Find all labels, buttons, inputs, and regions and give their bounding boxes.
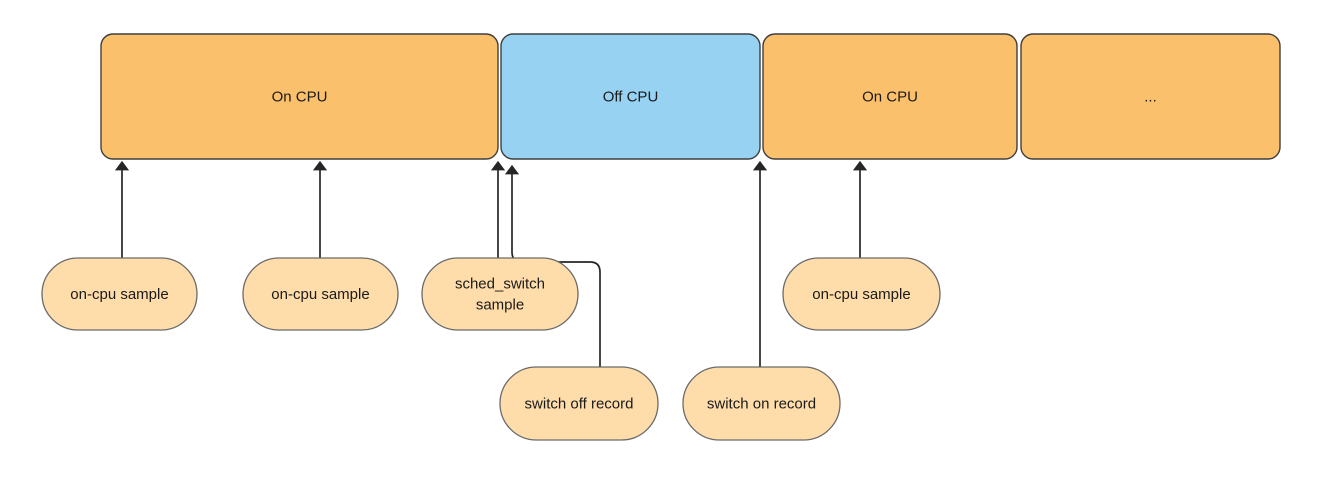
callout-on-cpu-sample-2-label-line-0: on-cpu sample [271,286,369,303]
callout-switch-on-label-line-0: switch on record [707,395,816,412]
callout-switch-on[interactable]: switch on record [682,366,841,441]
callout-sched-switch-label-line-0: sched_switch [455,275,545,292]
callout-layer: on-cpu sample on-cpu sample sched_switchsa… [41,257,941,441]
seg-off-cpu-1[interactable]: Off CPU [500,33,761,160]
callout-on-cpu-sample-1-label-line-0: on-cpu sample [70,286,168,303]
callout-switch-off-shape [499,366,659,441]
callout-on-cpu-sample-2-shape [242,257,399,331]
seg-on-cpu-1-label: On CPU [272,88,328,105]
timeline-bar: On CPU Off CPU On CPU... [100,33,1281,160]
seg-on-cpu-2-label: On CPU [862,88,918,105]
seg-on-cpu-2[interactable]: On CPU [762,33,1018,160]
callout-switch-off[interactable]: switch off record [499,366,659,441]
callout-on-cpu-sample-3-label-line-0: on-cpu sample [812,286,910,303]
seg-on-cpu-1[interactable]: On CPU [100,33,499,160]
seg-ellipsis[interactable]: ... [1020,33,1281,160]
callout-on-cpu-sample-1[interactable]: on-cpu sample [41,257,198,331]
callout-switch-off-label-line-0: switch off record [525,395,634,412]
seg-off-cpu-1-shape [500,33,761,160]
seg-off-cpu-1-label: Off CPU [603,88,659,105]
seg-on-cpu-2-shape [762,33,1018,160]
callout-on-cpu-sample-3-shape [782,257,941,331]
callout-on-cpu-sample-1-shape [41,257,198,331]
seg-ellipsis-label: ... [1144,88,1157,105]
seg-on-cpu-1-shape [100,33,499,160]
callout-sched-switch-label-line-1: sample [476,296,524,313]
callout-sched-switch-shape [421,257,579,331]
seg-ellipsis-shape [1020,33,1281,160]
callout-on-cpu-sample-3[interactable]: on-cpu sample [782,257,941,331]
callout-switch-on-shape [682,366,841,441]
callout-on-cpu-sample-2[interactable]: on-cpu sample [242,257,399,331]
